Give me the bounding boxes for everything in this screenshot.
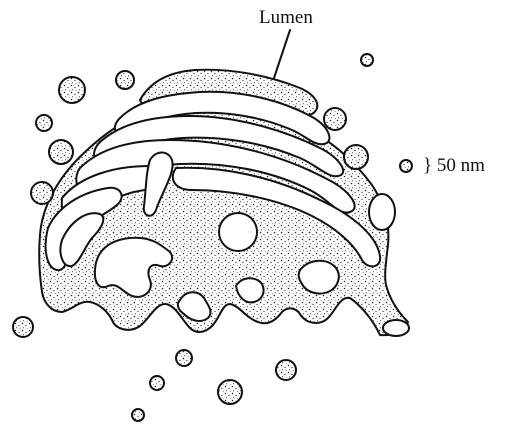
vesicle <box>218 380 242 404</box>
lumen-label: Lumen <box>259 8 313 27</box>
vesicle <box>361 54 373 66</box>
vesicle <box>59 77 85 103</box>
vesicle <box>150 376 164 390</box>
vesicle <box>344 145 368 169</box>
vesicle <box>116 71 134 89</box>
inner-vesicle <box>219 213 257 251</box>
cisterna-rim <box>369 194 395 230</box>
vesicle <box>31 182 53 204</box>
vesicle <box>132 409 144 421</box>
cisterna-rim <box>383 320 409 336</box>
vesicle <box>176 350 192 366</box>
vesicle <box>13 317 33 337</box>
vesicle <box>49 140 73 164</box>
lumen-lobe <box>299 261 339 294</box>
scale-bar-label: } 50 nm <box>423 156 485 175</box>
scale-vesicle <box>400 160 412 172</box>
vesicle <box>324 108 346 130</box>
vesicle <box>36 115 52 131</box>
lumen-leader-line <box>274 30 290 78</box>
vesicle <box>276 360 296 380</box>
